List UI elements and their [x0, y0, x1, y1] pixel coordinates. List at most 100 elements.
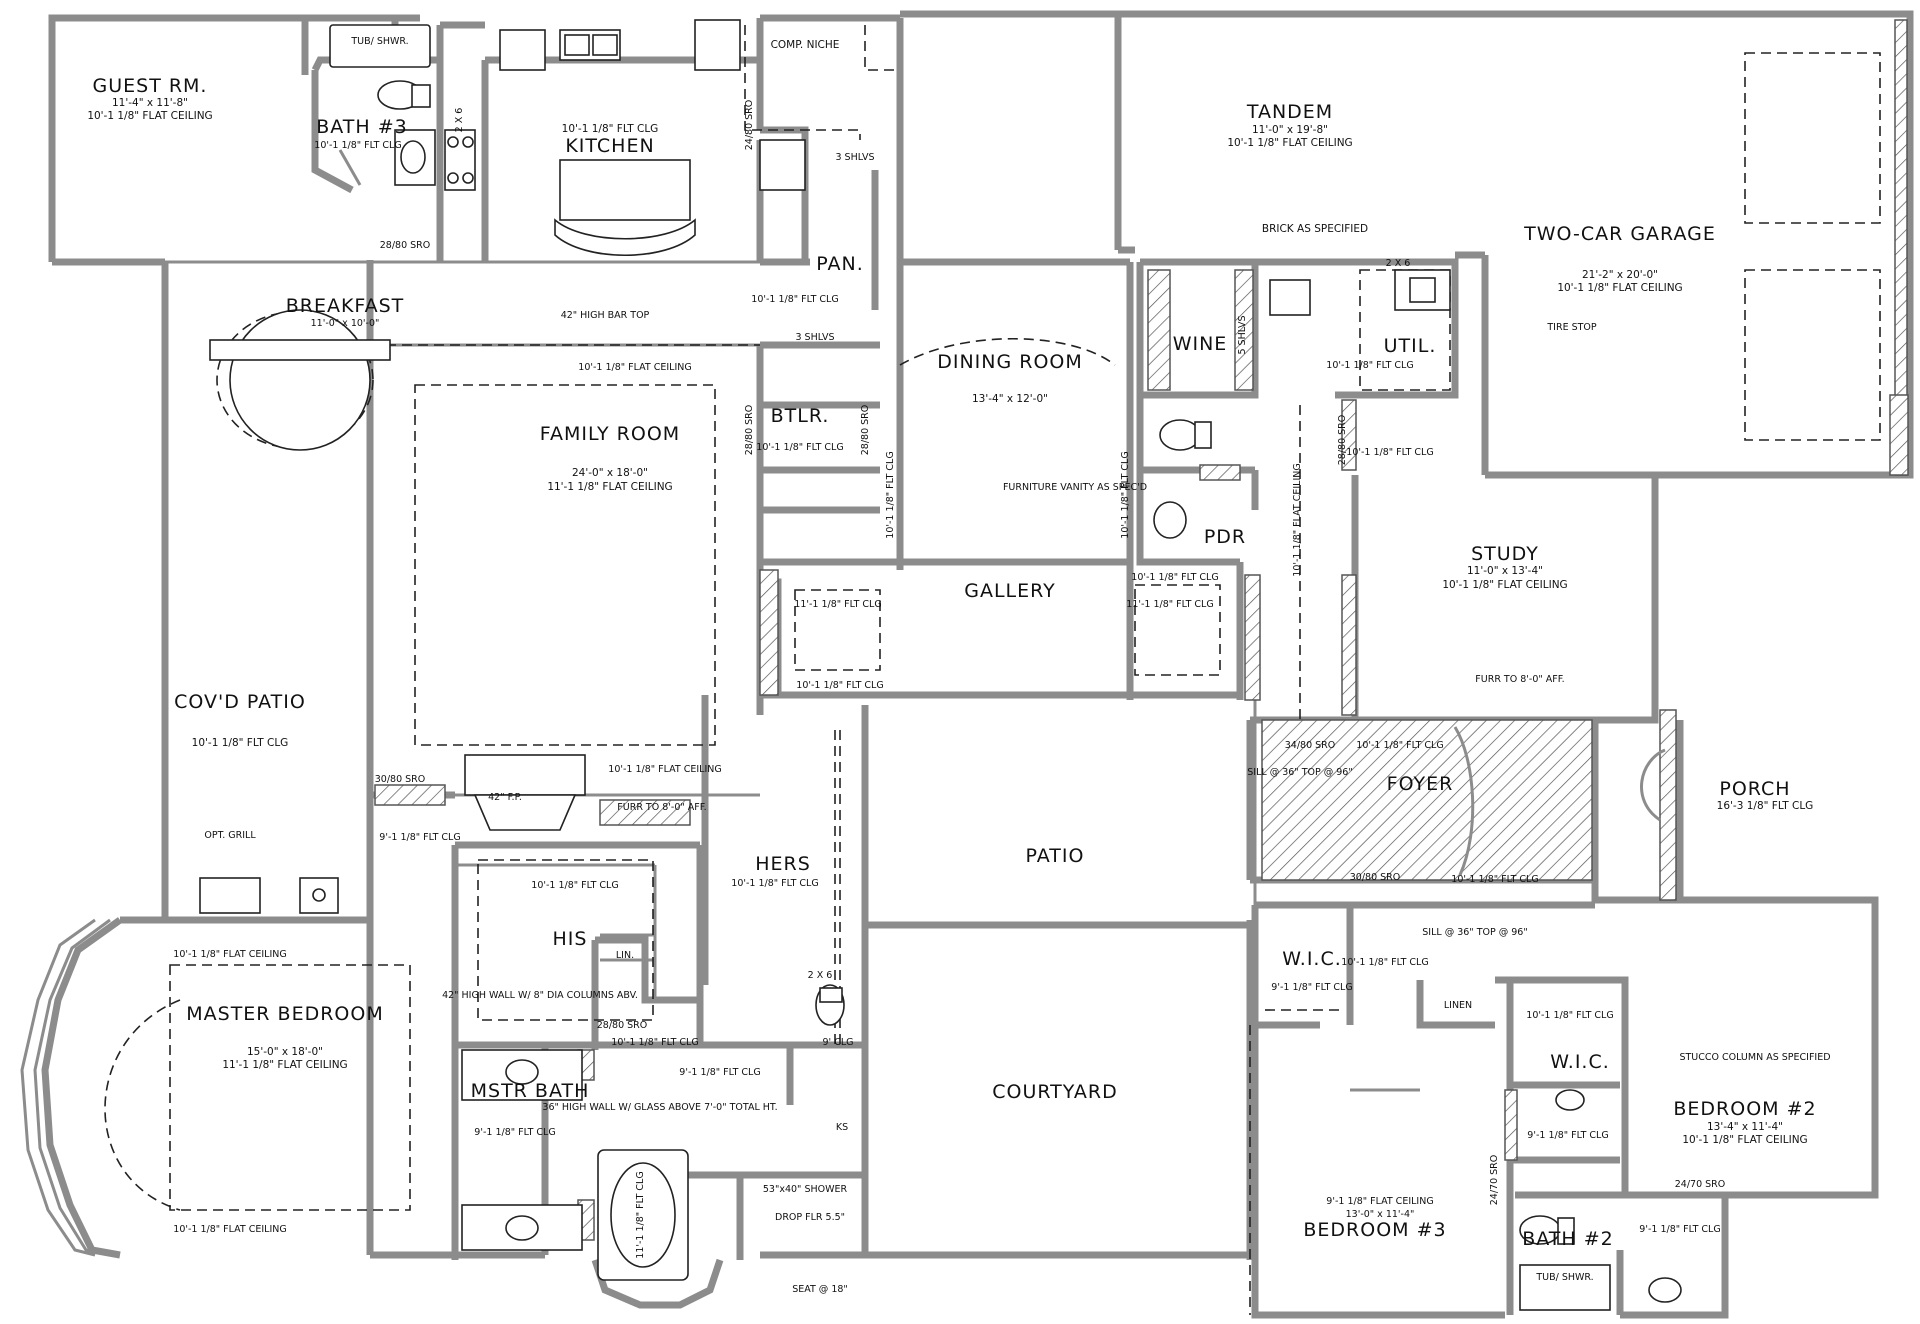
label-kitchen-ceiling: 10'-1 1/8" FLT CLG: [562, 123, 659, 135]
label-breakfast: BREAKFAST: [286, 295, 405, 317]
label-family-size: 24'-0" x 18'-0": [572, 467, 648, 479]
label-butler-door-right: 28/80 SRO: [860, 405, 871, 456]
hatched-walls: [374, 19, 1909, 1241]
label-tub-shower-b: TUB/ SHWR.: [1535, 1272, 1593, 1283]
label-courtyard: COURTYARD: [992, 1081, 1118, 1103]
label-his-wall: 42" HIGH WALL W/ 8" DIA COLUMNS ABV.: [442, 990, 638, 1001]
label-family-ceiling-top: 10'-1 1/8" FLAT CEILING: [578, 362, 691, 373]
label-furr-bottom: FURR TO 8'-0" AFF.: [617, 802, 706, 813]
label-bedroom-2-door-b: 24/70 SRO: [1675, 1179, 1726, 1190]
label-porch-ceiling: 16'-3 1/8" FLT CLG: [1717, 800, 1814, 812]
label-tub-shower-a: TUB/ SHWR.: [350, 36, 408, 47]
label-gallery: GALLERY: [964, 580, 1056, 602]
label-drop-floor: DROP FLR 5.5": [775, 1212, 845, 1223]
label-bath-center-ceiling-a: 10'-1 1/8" FLT CLG: [611, 1037, 698, 1048]
label-pantry-door: 24/80 SRO: [744, 100, 755, 151]
label-gallery-right-top: 10'-1 1/8" FLT CLG: [1131, 572, 1218, 583]
label-kitchen: KITCHEN: [565, 135, 654, 157]
label-study-size: 11'-0" x 13'-4": [1467, 565, 1543, 577]
label-gallery-left-ceiling: 11'-1 1/8" FLT CLG: [794, 599, 881, 610]
label-foyer-door: 34/80 SRO: [1285, 740, 1336, 751]
label-bedroom-2-door: 24/70 SRO: [1489, 1155, 1500, 1206]
label-master-bedroom: MASTER BEDROOM: [186, 1003, 383, 1025]
label-bedroom-2: BEDROOM #2: [1673, 1098, 1816, 1120]
label-hall-b-ceiling: 9'-1 1/8" FLT CLG: [379, 832, 460, 843]
label-2x6-a: 2 X 6: [454, 108, 465, 133]
label-tandem-size: 11'-0" x 19'-8": [1252, 124, 1328, 136]
label-guest-rm-ceiling: 10'-1 1/8" FLAT CEILING: [87, 110, 212, 122]
label-brick: BRICK AS SPECIFIED: [1262, 223, 1368, 235]
label-seat: SEAT @ 18": [792, 1284, 848, 1295]
label-garage: TWO-CAR GARAGE: [1523, 223, 1716, 245]
label-pantry-ceiling: 10'-1 1/8" FLT CLG: [751, 294, 838, 305]
label-porch: PORCH: [1719, 778, 1790, 800]
label-dining-room: DINING ROOM: [937, 351, 1083, 373]
label-covd-patio: COV'D PATIO: [174, 691, 306, 713]
label-butler-door-left: 28/80 SRO: [744, 405, 755, 456]
label-ks: KS: [836, 1122, 848, 1133]
label-bath-2: BATH #2: [1522, 1228, 1614, 1250]
label-sill-top-b: SILL @ 36" TOP @ 96": [1422, 927, 1527, 938]
label-bath-3-ceiling: 10'-1 1/8" FLT CLG: [314, 140, 401, 151]
label-linen-b: LINEN: [1444, 1000, 1472, 1011]
label-vanity: FURNITURE VANITY AS SPEC'D: [1003, 482, 1147, 493]
label-gallery-left-bottom: 10'-1 1/8" FLT CLG: [796, 680, 883, 691]
label-master-bath-ceiling: 9'-1 1/8" FLT CLG: [474, 1127, 555, 1138]
label-his-ceiling: 10'-1 1/8" FLT CLG: [531, 880, 618, 891]
label-tub-ceiling: 11'-1 1/8" FLT CLG: [635, 1171, 646, 1258]
label-2x6-b: 2 X 6: [1386, 258, 1411, 269]
label-bedroom-3-size: 13'-0" x 11'-4": [1346, 1209, 1415, 1220]
label-hall-ceiling-long: 10'-1 1/8" FLAT CEILING: [1292, 463, 1303, 576]
label-butler: BTLR.: [771, 405, 830, 427]
label-bath-3: BATH #3: [316, 116, 408, 138]
label-breakfast-size: 11'-0" x 10'-0": [311, 318, 380, 329]
label-bedroom-3: BEDROOM #3: [1303, 1219, 1446, 1241]
label-hers: HERS: [755, 853, 811, 875]
room-labels: GUEST RM. 11'-4" x 11'-8" 10'-1 1/8" FLA…: [87, 36, 1830, 1295]
label-covd-patio-ceiling: 10'-1 1/8" FLT CLG: [192, 737, 289, 749]
label-bath-2-ceiling: 9'-1 1/8" FLT CLG: [1639, 1224, 1720, 1235]
label-guest-rm: GUEST RM.: [93, 75, 208, 97]
label-wic-left: W.I.C.: [1282, 948, 1342, 970]
label-2x6-c: 2 X 6: [808, 970, 833, 981]
label-study: STUDY: [1471, 543, 1539, 565]
label-bedroom-2-size: 13'-4" x 11'-4": [1707, 1121, 1783, 1133]
label-bedroom-2-ceiling: 10'-1 1/8" FLAT CEILING: [1682, 1134, 1807, 1146]
label-bath-center-ceiling-b: 9'-1 1/8" FLT CLG: [679, 1067, 760, 1078]
label-master-ceiling: 11'-1 1/8" FLAT CEILING: [222, 1059, 347, 1071]
label-pdr-ceiling: 10'-1 1/8" FLT CLG: [1120, 451, 1131, 538]
label-dining-ceiling-side: 10'-1 1/8" FLT CLG: [885, 451, 896, 538]
label-garage-ceiling: 10'-1 1/8" FLAT CEILING: [1557, 282, 1682, 294]
label-bedroom-3-ceiling-top: 10'-1 1/8" FLT CLG: [1341, 957, 1428, 968]
label-family-room: FAMILY ROOM: [540, 423, 680, 445]
label-his-door: 28/80 SRO: [597, 1020, 648, 1031]
label-bedroom-3-ceiling: 9'-1 1/8" FLAT CEILING: [1326, 1196, 1433, 1207]
label-shelves-a: 3 SHLVS: [835, 152, 874, 163]
label-shower: 53"x40" SHOWER: [763, 1184, 848, 1195]
label-pantry: PAN.: [816, 253, 864, 275]
label-furr: FURR TO 8'-0" AFF.: [1475, 674, 1564, 685]
label-guest-rm-size: 11'-4" x 11'-8": [112, 97, 188, 109]
label-pdr: PDR: [1204, 526, 1246, 548]
exterior-walls: [20, 10, 1914, 1319]
label-wic-left-ceiling: 9'-1 1/8" FLT CLG: [1271, 982, 1352, 993]
label-opt-grill: OPT. GRILL: [204, 830, 256, 841]
label-study-ceiling: 10'-1 1/8" FLAT CEILING: [1442, 579, 1567, 591]
label-family-ceiling-bottom: 10'-1 1/8" FLAT CEILING: [608, 764, 721, 775]
label-patio: PATIO: [1026, 845, 1085, 867]
label-linen-a: LIN.: [616, 950, 634, 961]
label-foyer-ceiling-bottom: 10'-1 1/8" FLT CLG: [1451, 874, 1538, 885]
fixtures: [199, 19, 1682, 1311]
label-dining-size: 13'-4" x 12'-0": [972, 393, 1048, 405]
label-family-ceiling: 11'-1 1/8" FLAT CEILING: [547, 481, 672, 493]
label-wine-shelves: 5 SHLVS: [1237, 315, 1248, 354]
label-vanity-b2-ceiling: 9'-1 1/8" FLT CLG: [1527, 1130, 1608, 1141]
label-master-size: 15'-0" x 18'-0": [247, 1046, 323, 1058]
label-wic-right-ceiling: 10'-1 1/8" FLT CLG: [1526, 1010, 1613, 1021]
label-wc-ceiling: 9' CLG: [823, 1037, 854, 1048]
label-sill-top-a: SILL @ 36" TOP @ 96": [1247, 767, 1352, 778]
label-hall-ceiling-a: 10'-1 1/8" FLT CLG: [1346, 447, 1433, 458]
label-master-bath: MSTR BATH: [471, 1080, 590, 1102]
label-tire-stop: TIRE STOP: [1546, 322, 1597, 333]
